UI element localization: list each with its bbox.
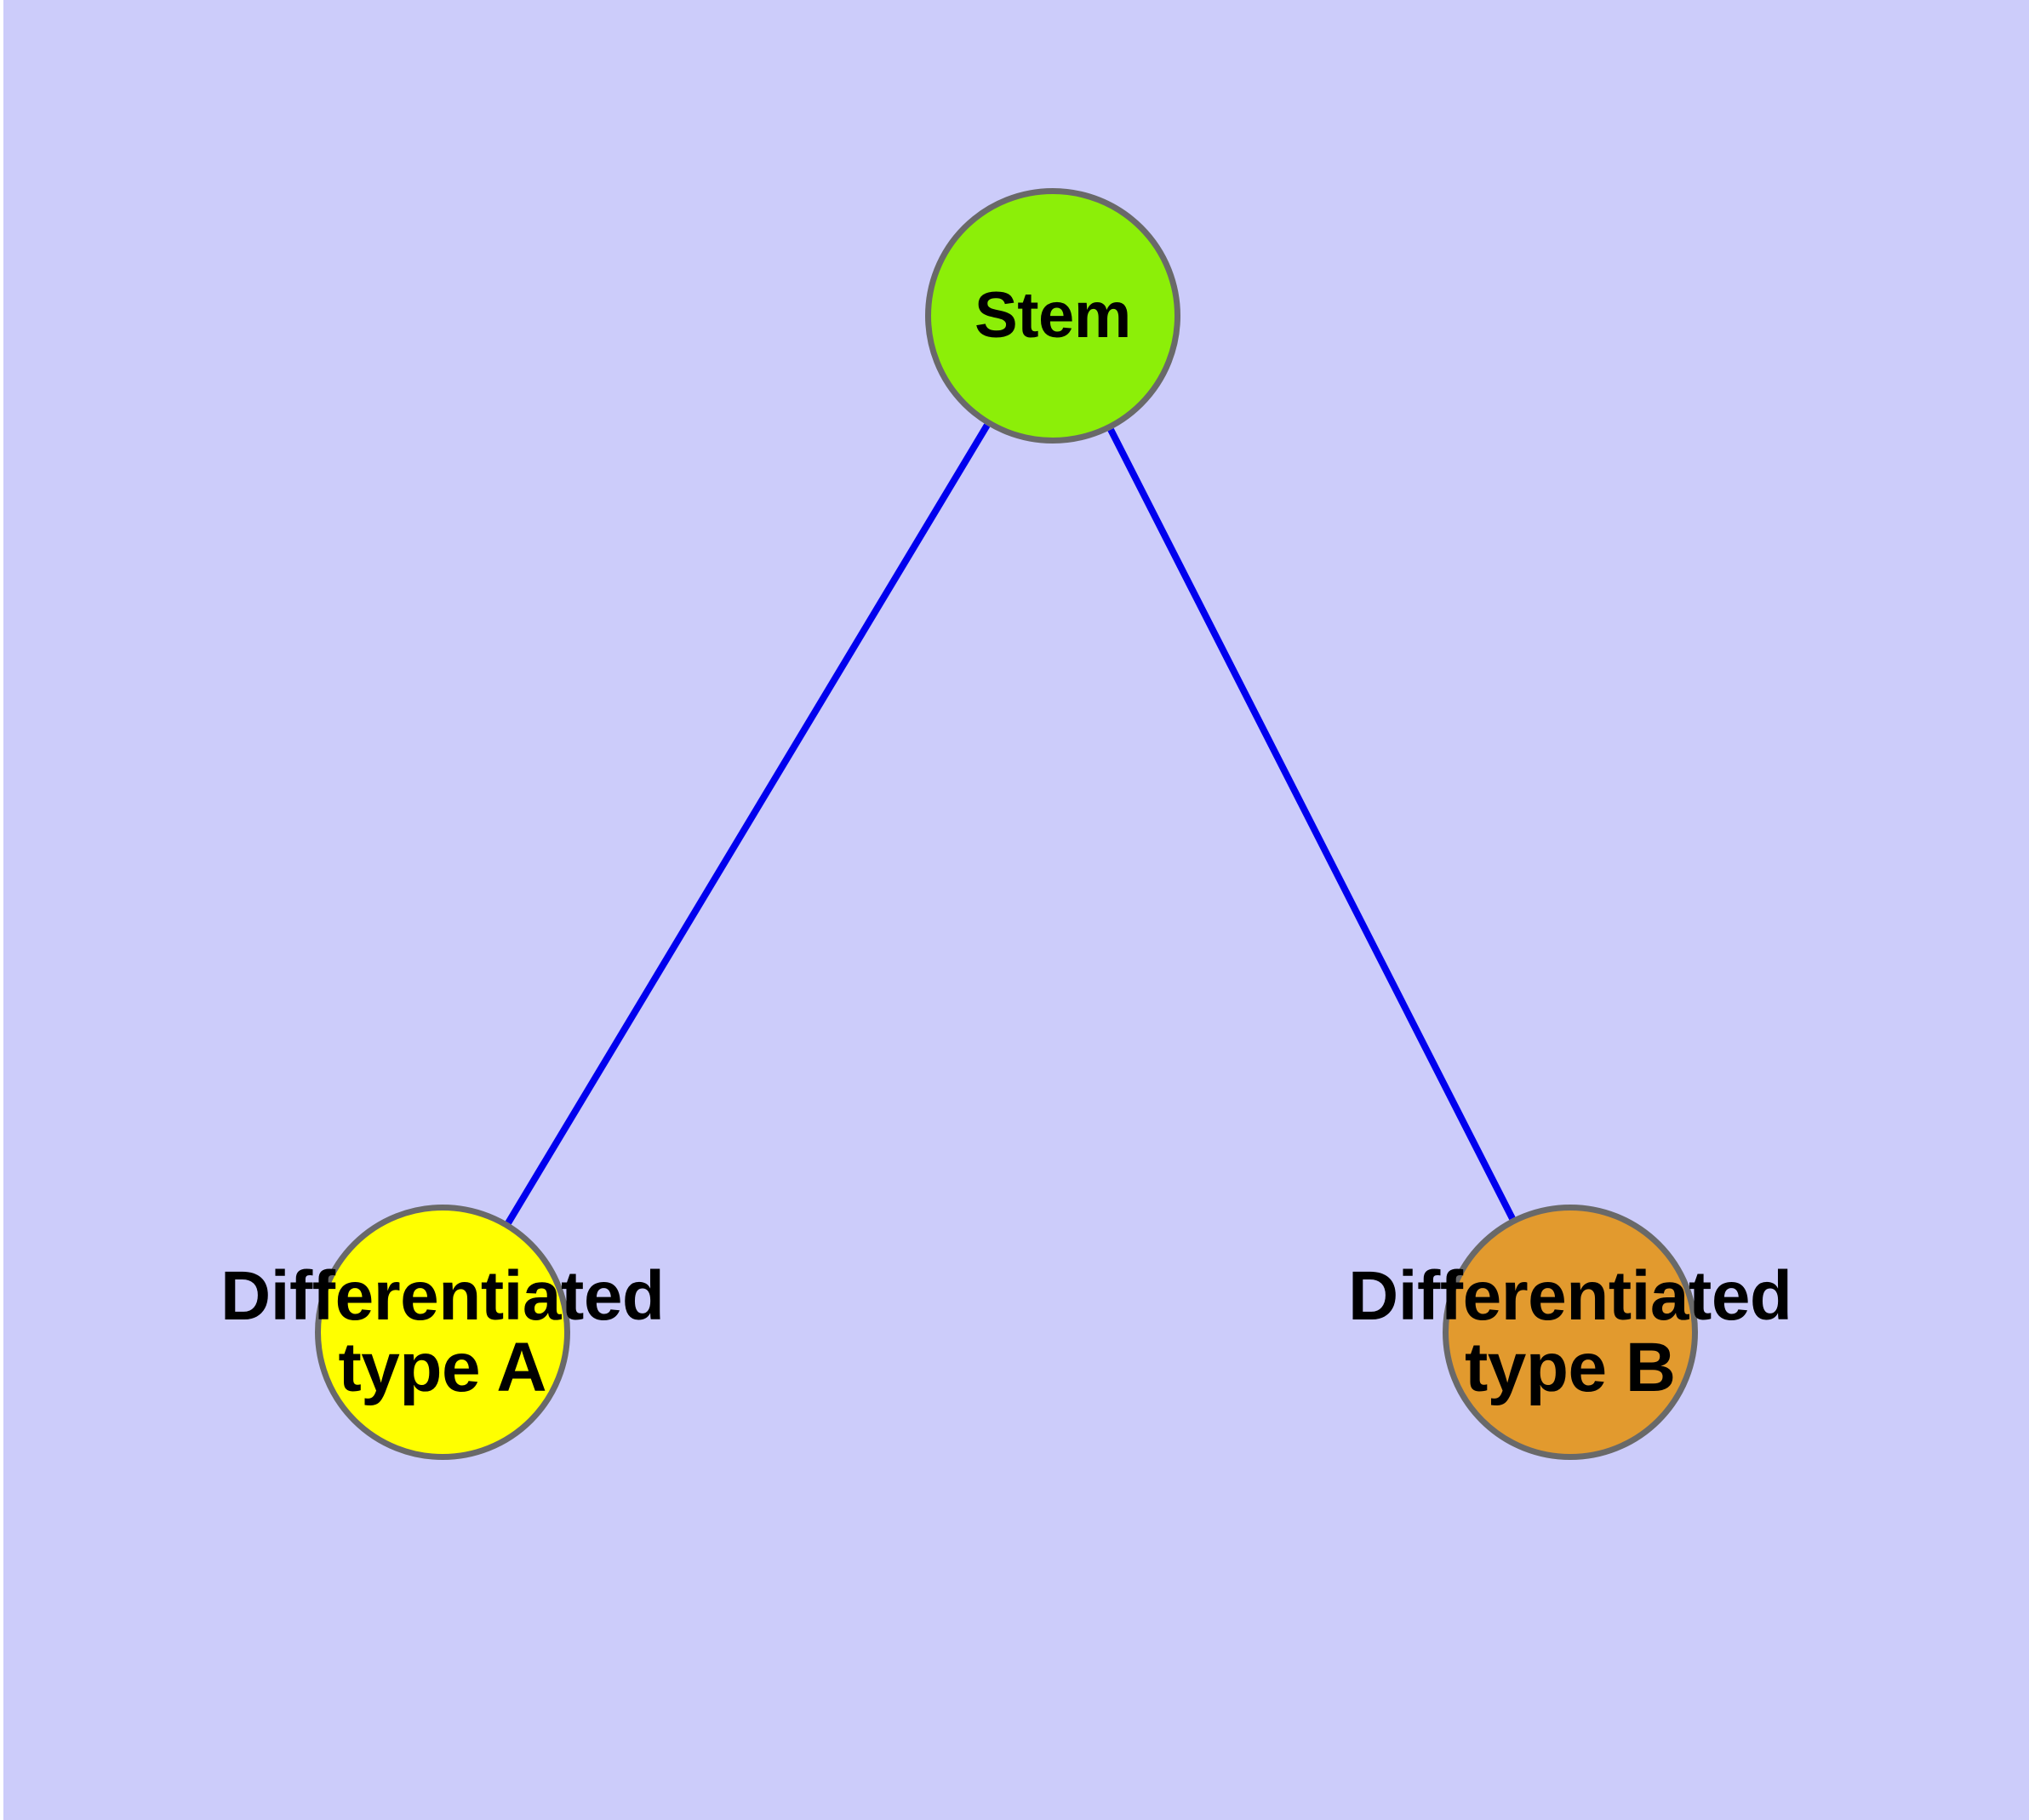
- graph-node-diff_b[interactable]: [1443, 1205, 1698, 1460]
- nodes-layer: [315, 188, 1698, 1460]
- graph-edge-stem-to-b[interactable]: [1107, 427, 1516, 1221]
- graph-node-stem[interactable]: [925, 188, 1180, 444]
- graph-edge-stem-to-a[interactable]: [505, 423, 991, 1225]
- edges-layer: [505, 423, 1516, 1225]
- graph-node-diff_a[interactable]: [315, 1205, 570, 1460]
